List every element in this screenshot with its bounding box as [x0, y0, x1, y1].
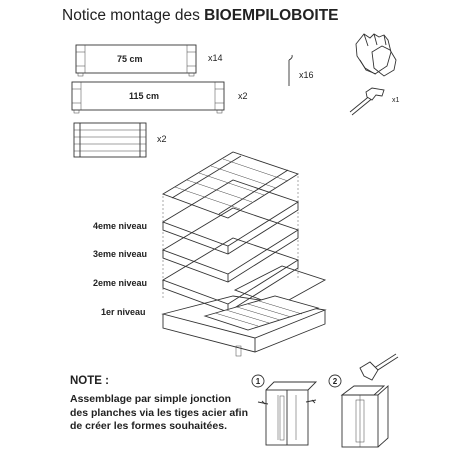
level-label: 1er niveau [101, 307, 146, 317]
plank-75-length-label: 75 cm [117, 54, 143, 64]
level-4-frame [161, 176, 300, 300]
step-number: 1 [256, 377, 261, 386]
step-1-diagram: 1 [251, 374, 318, 446]
hammer-icon [349, 87, 385, 116]
lid-panel-illustration [73, 122, 147, 158]
title-brand: BIOEMPILOBOITE [204, 7, 339, 24]
step-2-diagram: 2 [328, 353, 399, 448]
plank-75-illustration [75, 44, 197, 77]
note-text: Assemblage par simple jonction des planc… [70, 393, 249, 432]
level-3-frame [161, 207, 300, 283]
title-prefix: Notice montage des [62, 7, 200, 24]
note-heading: NOTE : [70, 375, 109, 387]
level-label: 2eme niveau [93, 278, 148, 288]
level-label: 3eme niveau [93, 249, 148, 259]
level-label: 4eme niveau [93, 221, 148, 231]
gloves-icon [355, 33, 397, 77]
step-number: 2 [333, 377, 338, 386]
rods-quantity: x16 [299, 70, 314, 80]
plank-75-quantity: x14 [208, 53, 223, 63]
plank-115-illustration [71, 81, 225, 114]
hammer-quantity: x1 [392, 97, 400, 104]
plank-115-quantity: x2 [238, 91, 248, 101]
lid-panel-quantity: x2 [157, 134, 167, 144]
plank-115-length-label: 115 cm [129, 91, 160, 101]
page-title: Notice montage des BIOEMPILOBOITE [62, 7, 339, 25]
rod-illustration [288, 54, 293, 86]
level-1-frame [161, 295, 327, 357]
